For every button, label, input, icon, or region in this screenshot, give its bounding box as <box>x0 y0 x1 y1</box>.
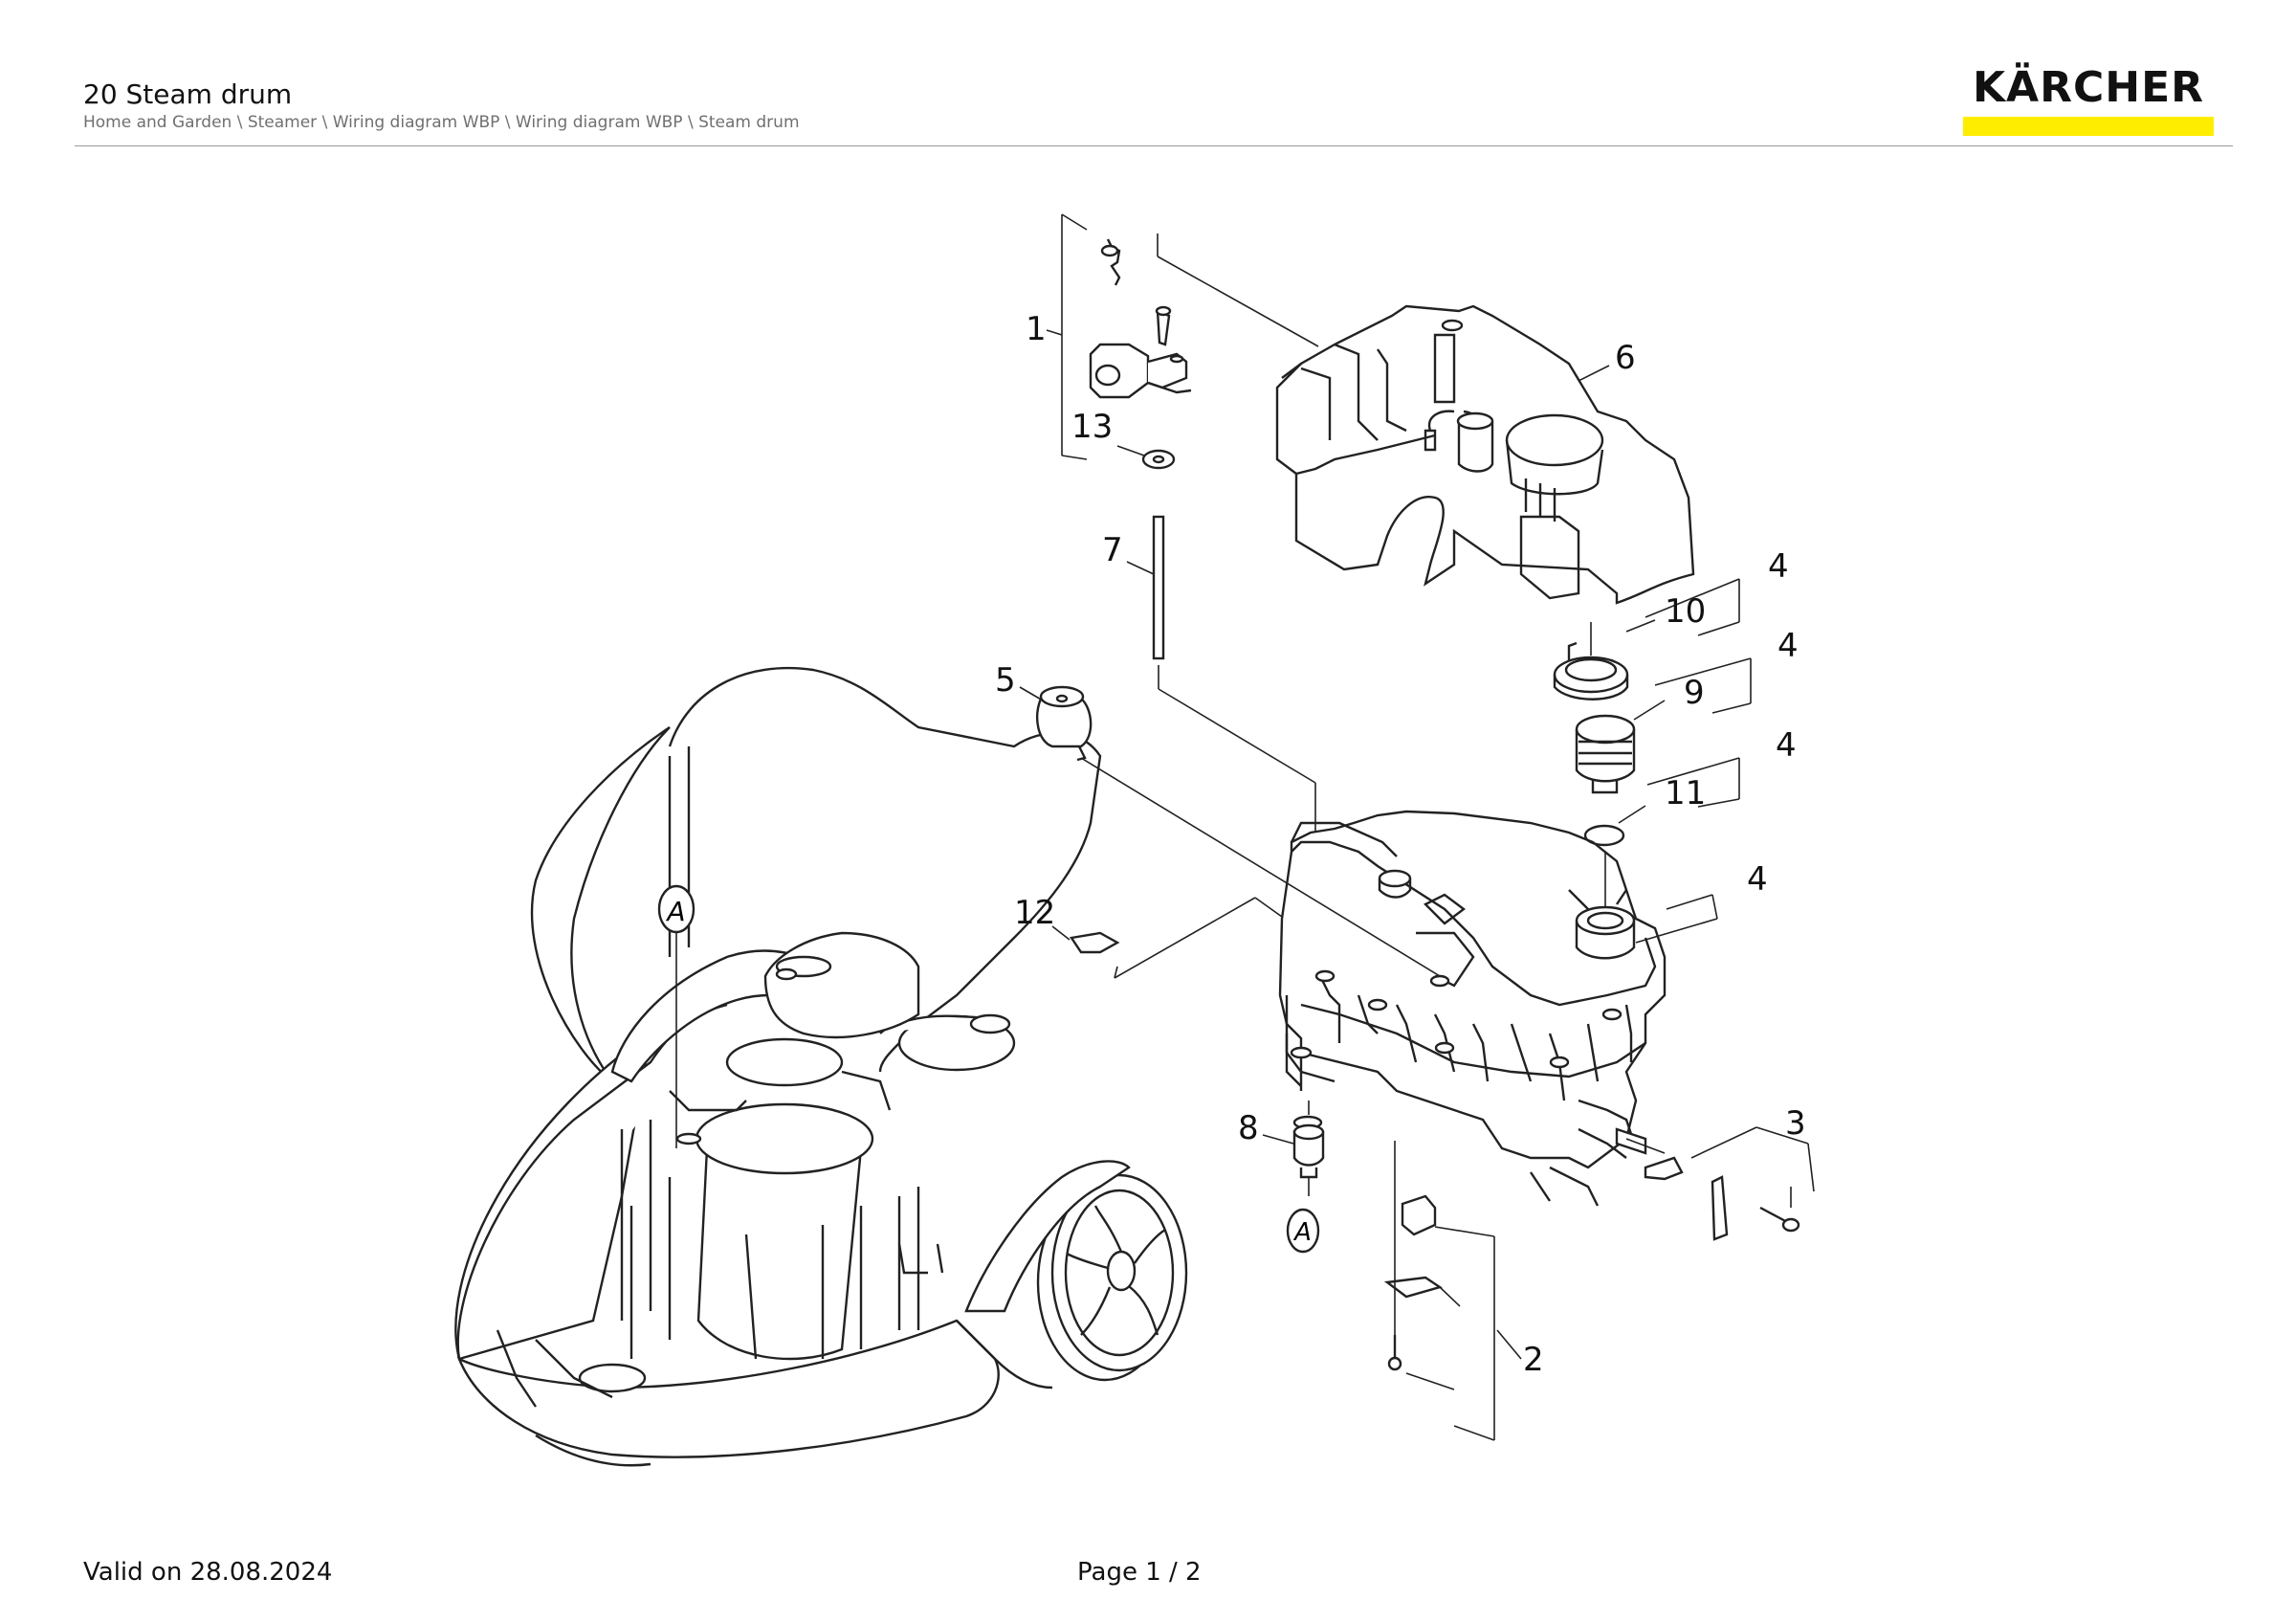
brand-logo-text: KÄRCHER <box>1972 63 2205 112</box>
callout-5: 5 <box>995 661 1016 700</box>
page-title: 20 Steam drum <box>83 78 293 110</box>
callout-8: 8 <box>1238 1109 1259 1147</box>
brand-logo-bar <box>1963 117 2214 136</box>
part-9-fitting-drawing <box>1575 714 1636 794</box>
leader-lines: A <box>1019 213 1815 1441</box>
callout-7: 7 <box>1102 531 1123 569</box>
callout-10: 10 <box>1665 592 1706 631</box>
brand-logo: KÄRCHER <box>1963 63 2214 136</box>
callout-6: 6 <box>1615 339 1636 377</box>
callout-2: 2 <box>1523 1341 1544 1379</box>
part-10-ring-drawing <box>1553 641 1629 700</box>
callout-4-b: 4 <box>1777 627 1799 665</box>
callout-11: 11 <box>1665 774 1706 812</box>
footer-valid-date: Valid on 28.08.2024 <box>83 1558 333 1587</box>
callout-12: 12 <box>1014 894 1055 932</box>
callout-13: 13 <box>1071 408 1113 446</box>
ref-mark-a-upper: A <box>665 896 685 927</box>
base-housing-drawing: A <box>454 666 1188 1467</box>
breadcrumb: Home and Garden \ Steamer \ Wiring diagr… <box>83 113 800 132</box>
part-11-oring-drawing <box>1583 824 1625 847</box>
ref-mark-a-lower: A <box>1292 1218 1312 1247</box>
part-8-foot-drawing <box>1292 1115 1325 1179</box>
callout-4-d: 4 <box>1747 860 1768 899</box>
footer-page-number: Page 1 / 2 <box>1077 1558 1202 1587</box>
callout-4-c: 4 <box>1776 726 1797 765</box>
part-2-thermostat-drawing <box>1383 1194 1443 1371</box>
callout-3: 3 <box>1785 1104 1806 1143</box>
part-3-bracket-drawing <box>1644 1156 1800 1241</box>
part-1-switch-drawing <box>1089 238 1192 399</box>
steam-drum-drawing <box>1278 810 1667 1207</box>
part-6-cover-drawing <box>1275 304 1695 605</box>
callout-1: 1 <box>1026 310 1047 348</box>
header-divider <box>75 145 2233 146</box>
part-7-tube-drawing <box>1152 515 1165 660</box>
part-12-clip-drawing <box>1069 931 1120 954</box>
callout-9: 9 <box>1684 674 1705 712</box>
part-5-plug-drawing <box>1036 685 1093 762</box>
callout-4-a: 4 <box>1768 547 1789 586</box>
